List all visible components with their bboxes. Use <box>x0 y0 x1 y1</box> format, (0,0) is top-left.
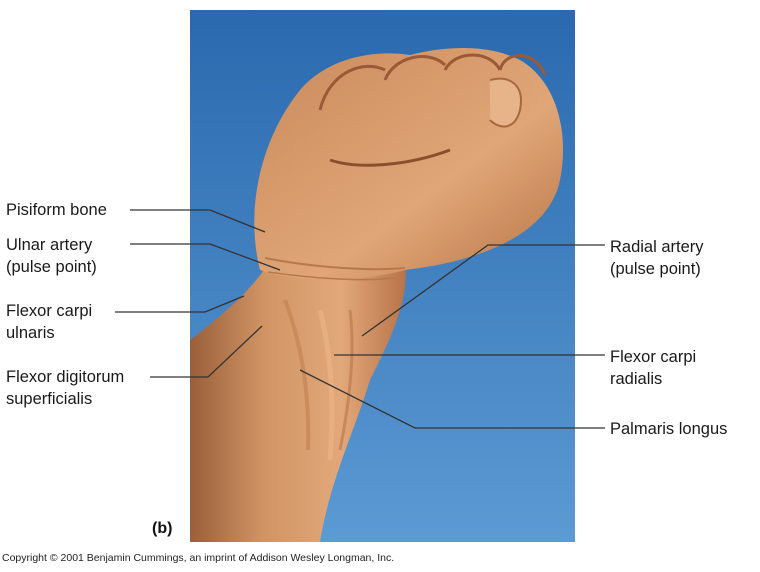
leader-palmaris <box>299 369 605 429</box>
copyright-text: Copyright © 2001 Benjamin Cummings, an i… <box>2 552 395 564</box>
label-ulnar-artery: Ulnar artery (pulse point) <box>6 236 97 276</box>
leader-fds <box>150 325 263 378</box>
leader-ulnar-artery <box>130 243 281 271</box>
leader-pisiform <box>130 209 266 233</box>
label-flexor-carpi-radialis: Flexor carpi radialis <box>610 348 697 388</box>
label-radial-artery: Radial artery (pulse point) <box>610 238 704 278</box>
panel-letter: (b) <box>152 520 173 537</box>
leader-fcu <box>115 295 245 313</box>
label-flexor-carpi-ulnaris: Flexor carpi ulnaris <box>6 302 93 342</box>
leader-radial-artery <box>361 244 605 337</box>
label-pisiform-bone: Pisiform bone <box>6 201 107 219</box>
label-flexor-digitorum-superficialis: Flexor digitorum superficialis <box>6 368 125 408</box>
label-palmaris-longus: Palmaris longus <box>610 420 728 438</box>
wrist-photo <box>190 10 575 542</box>
